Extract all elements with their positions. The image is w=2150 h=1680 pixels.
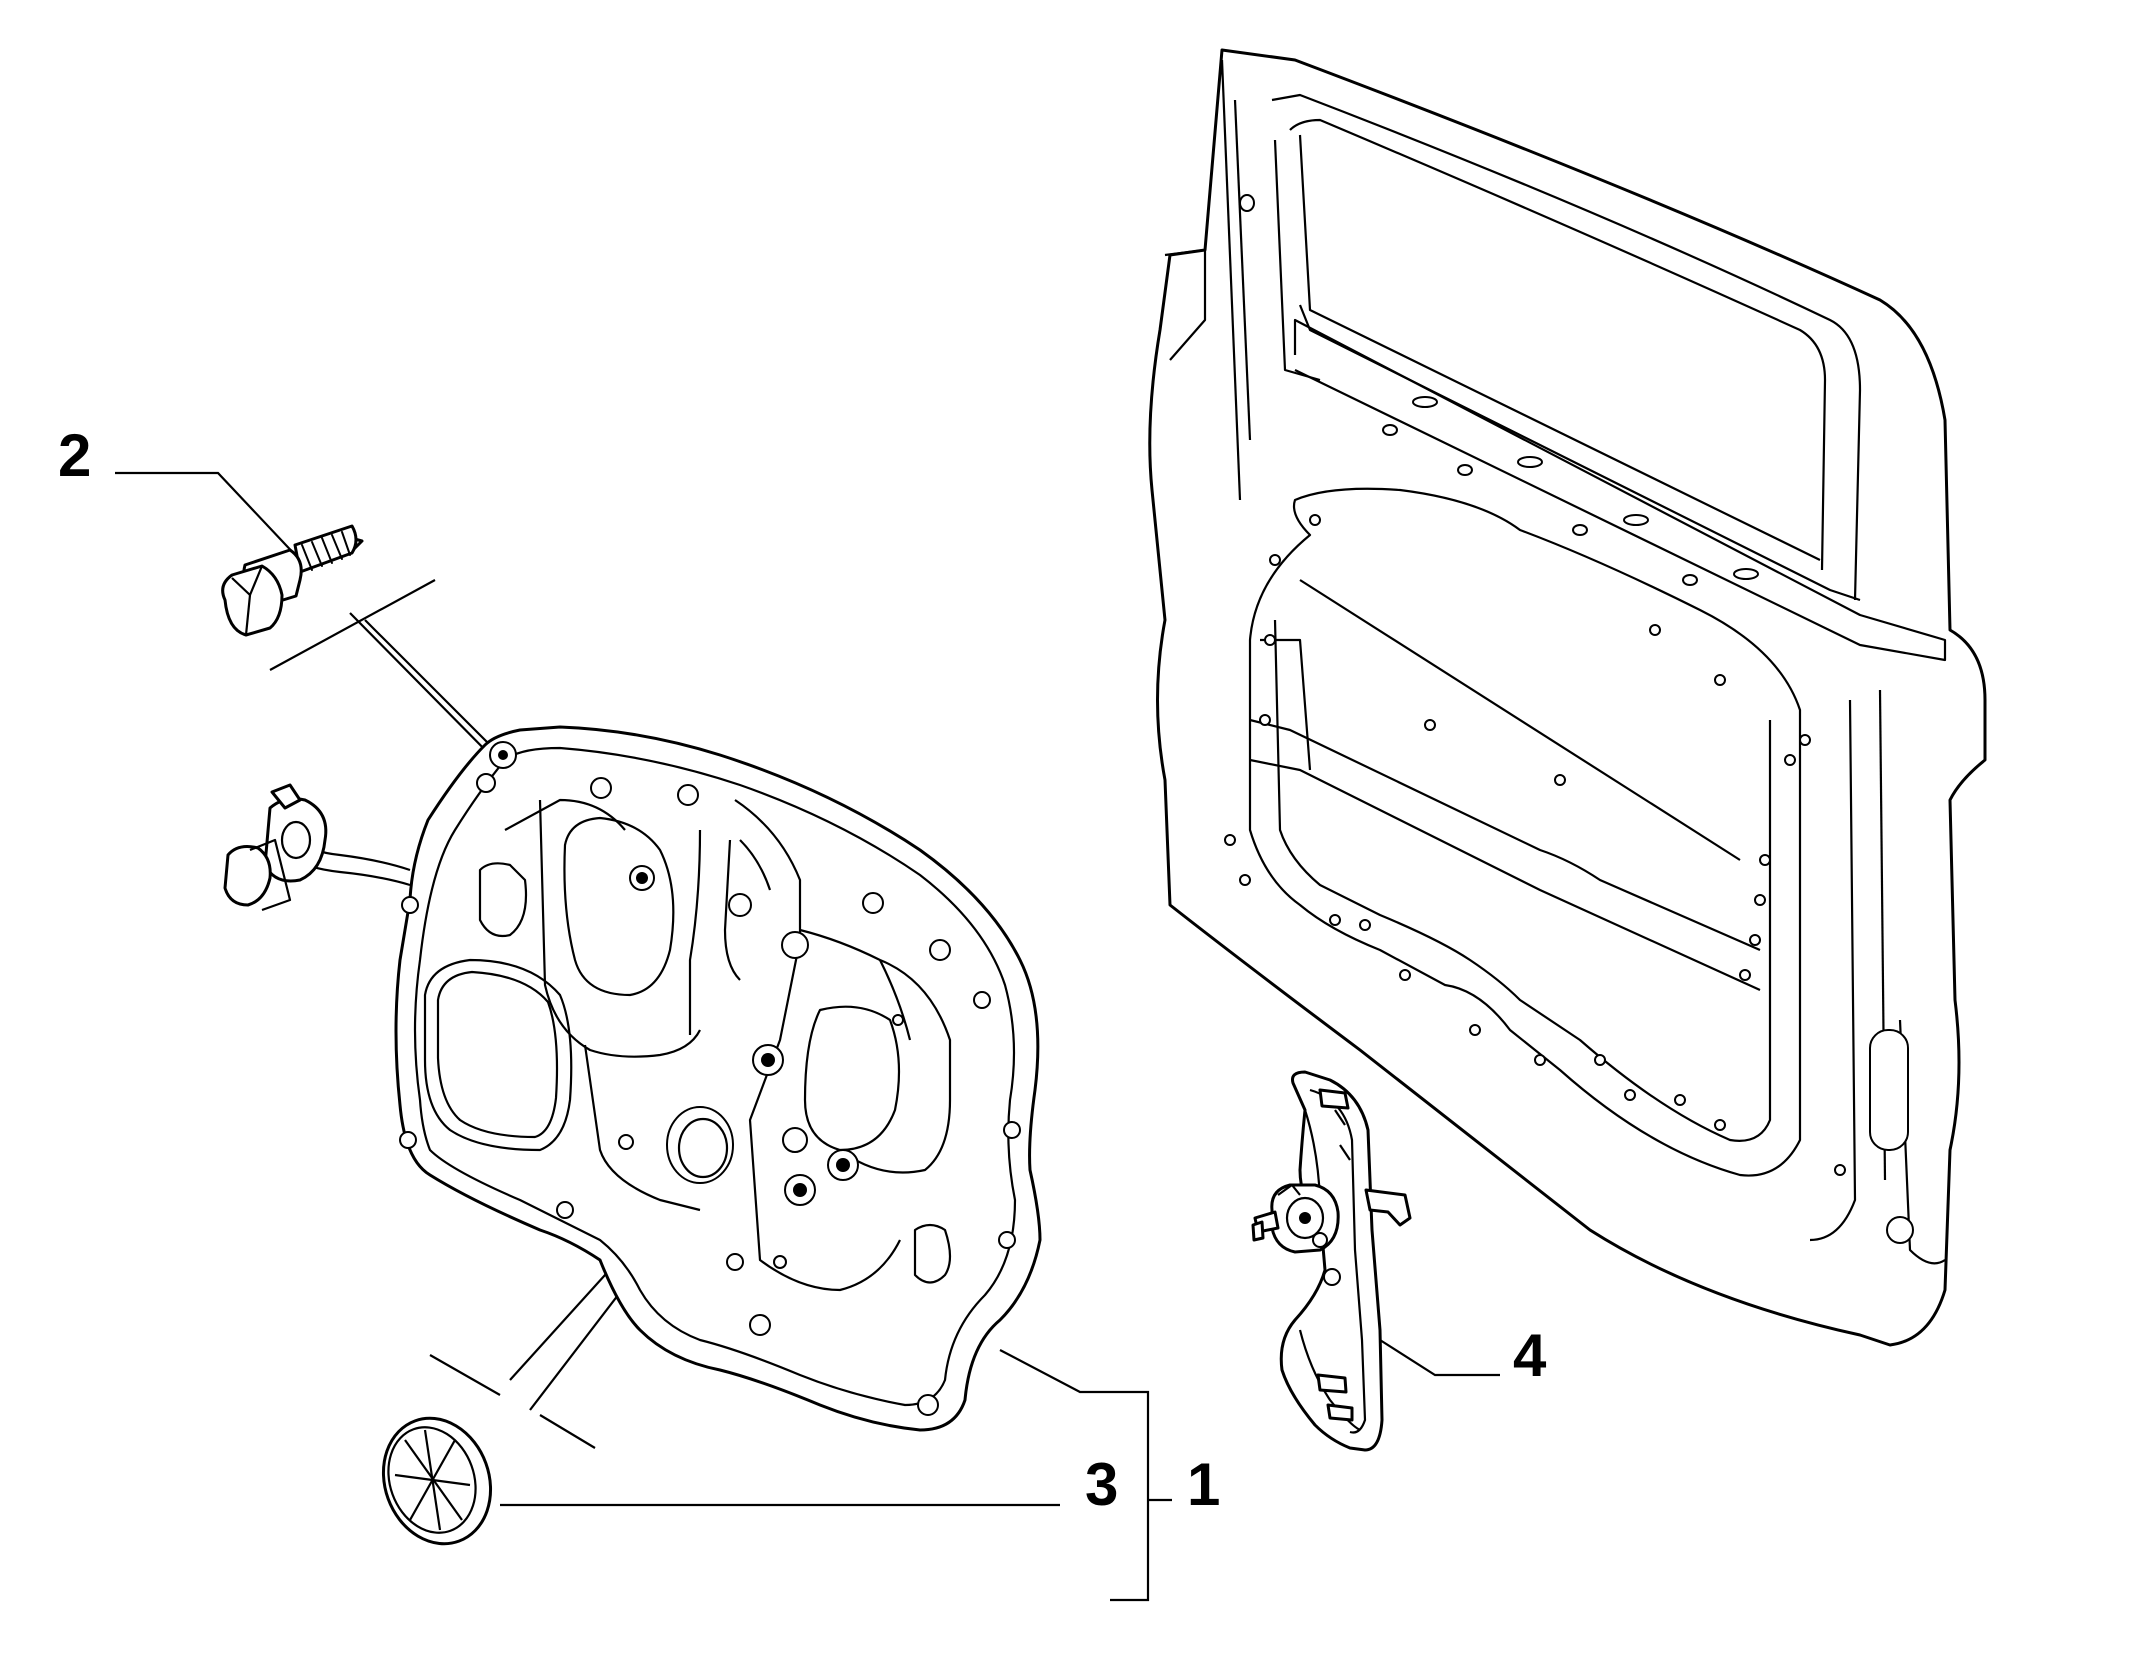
- callout-3: 3: [1085, 1451, 1118, 1518]
- round-plug-cap-icon: [381, 1416, 493, 1546]
- callout-2: 2: [58, 422, 91, 489]
- flange-bolt-icon: [221, 524, 364, 637]
- callout-4: 4: [1513, 1322, 1547, 1389]
- door-inner-panel-icon: [223, 725, 1042, 1432]
- window-regulator-icon: [1251, 1070, 1412, 1452]
- door-frame-shell-icon: [1148, 48, 1987, 1347]
- callout-1: 1: [1187, 1451, 1220, 1518]
